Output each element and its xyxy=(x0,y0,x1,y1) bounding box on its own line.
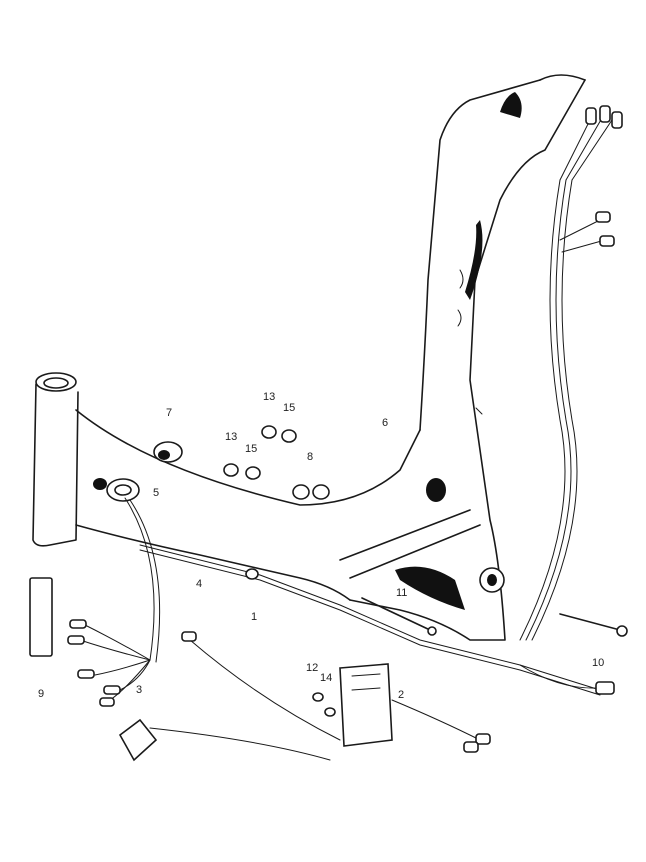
grommet-7 xyxy=(153,441,183,463)
plug-cap xyxy=(118,631,341,762)
callout-13a: 13 xyxy=(263,391,275,403)
callout-10: 10 xyxy=(592,657,604,669)
callout-1: 1 xyxy=(251,611,257,623)
callout-12: 12 xyxy=(306,662,318,674)
washers-13-15 xyxy=(223,425,297,480)
callout-13b: 13 xyxy=(225,431,237,443)
bolt-11 xyxy=(361,597,437,636)
frame-body xyxy=(32,74,586,641)
callout-9: 9 xyxy=(38,688,44,700)
callout-8: 8 xyxy=(307,451,313,463)
callout-15a: 15 xyxy=(283,402,295,414)
callout-2: 2 xyxy=(398,689,404,701)
callout-5: 5 xyxy=(153,487,159,499)
callout-15b: 15 xyxy=(245,443,257,455)
callout-3: 3 xyxy=(136,684,142,696)
grommet-5 xyxy=(93,478,140,502)
bolt-10 xyxy=(559,613,628,637)
callout-labels: 1 2 3 4 5 6 7 8 9 10 11 12 13 13 14 15 1… xyxy=(38,391,604,701)
callout-6: 6 xyxy=(382,417,388,429)
nuts-8 xyxy=(292,484,330,500)
sleeve-9 xyxy=(29,577,53,657)
regulator-2 xyxy=(312,663,491,753)
wiring-harness xyxy=(67,105,623,707)
callout-11: 11 xyxy=(396,587,407,599)
callout-14: 14 xyxy=(320,672,332,684)
callout-7: 7 xyxy=(166,407,172,419)
callout-4: 4 xyxy=(196,578,202,590)
